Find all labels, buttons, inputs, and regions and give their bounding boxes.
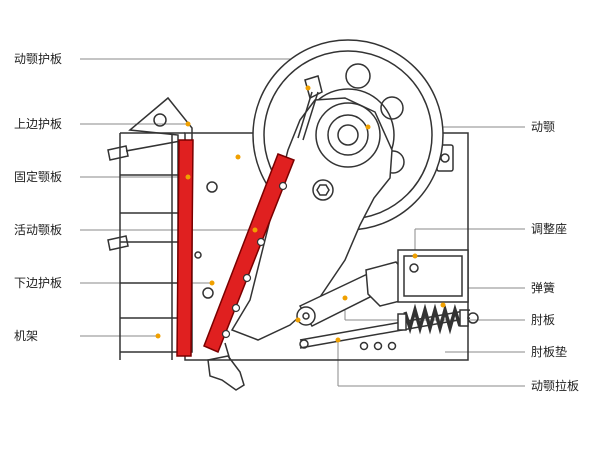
marker-frame <box>155 333 161 339</box>
movable-jaw-bearing <box>327 114 369 156</box>
spring-cap-right <box>459 309 469 327</box>
marker-upper-side-guard <box>185 121 191 127</box>
label-spring: 弹簧 <box>531 281 556 295</box>
label-upper-side-guard: 上边护板 <box>14 117 63 131</box>
tie-rod-pin <box>299 339 309 349</box>
frame-bolt-3 <box>194 251 202 259</box>
machine-outline <box>107 39 479 391</box>
marker-dots <box>155 85 446 343</box>
spring-nut <box>467 312 479 324</box>
flywheel-hole-1 <box>345 63 371 89</box>
spring-cap-left <box>397 313 407 331</box>
jaw-bolt-2 <box>256 237 266 247</box>
marker-spring <box>440 302 446 308</box>
movable-jaw-bore <box>315 102 381 168</box>
flywheel-hole-2 <box>380 96 404 120</box>
rivet-3 <box>387 341 397 351</box>
jaw-guard-link <box>297 91 313 139</box>
tension-bolt-mid <box>107 235 129 251</box>
jaw-bolt-3 <box>242 273 252 283</box>
fixed-jaw-plate <box>176 139 194 357</box>
marker-toggle-plate <box>342 295 348 301</box>
marker-lower-side-guard <box>209 280 215 286</box>
discharge-guard <box>207 355 245 391</box>
toggle-pivot <box>296 306 316 326</box>
marker-frame-upper <box>235 154 241 160</box>
adjusting-seat <box>397 249 469 303</box>
label-movable-jaw-plate: 活动颚板 <box>14 223 63 237</box>
marker-fixed-jaw-plate <box>185 174 191 180</box>
marker-jaw-tie-rod <box>335 337 341 343</box>
tension-rod-top <box>125 139 187 152</box>
jaw-bolt-4 <box>231 303 241 313</box>
adjusting-seat-bolt <box>409 263 419 273</box>
label-adjusting-seat: 调整座 <box>531 222 568 236</box>
adjusting-seat-inner <box>403 255 463 297</box>
label-toggle-plate: 肘板 <box>531 313 556 327</box>
label-movable-jaw-guard: 动颚护板 <box>14 52 63 66</box>
fixed-jaw-frame <box>128 96 193 353</box>
jaw-nut-ring <box>312 179 334 201</box>
frame-bolt-1 <box>206 181 218 193</box>
spring-coil <box>403 303 462 335</box>
frame-bolt-2 <box>202 287 214 299</box>
movable-jaw-core <box>337 124 359 146</box>
tie-rod-bottom <box>299 317 471 349</box>
label-lower-side-guard: 下边护板 <box>14 276 63 290</box>
marker-movable-jaw-guard <box>305 85 311 91</box>
frame-top-hole <box>153 113 167 127</box>
marker-movable-jaw <box>365 124 371 130</box>
rivet-1 <box>359 341 369 351</box>
marker-movable-jaw-plate <box>252 227 258 233</box>
label-jaw-tie-rod: 动颚拉板 <box>531 379 580 393</box>
jaw-nut <box>316 184 330 196</box>
tie-rod-top <box>299 309 471 341</box>
marker-adjusting-seat <box>412 253 418 259</box>
label-fixed-jaw-plate: 固定颚板 <box>14 170 63 184</box>
jaw-guard-top <box>304 75 323 100</box>
jaw-bolt-5 <box>221 329 231 339</box>
label-frame: 机架 <box>14 329 39 343</box>
rivet-2 <box>373 341 383 351</box>
jaw-plate-bolts <box>221 181 288 339</box>
jaw-plates <box>176 139 295 357</box>
jaw-guard-link-2 <box>302 91 319 141</box>
label-movable-jaw: 动颚 <box>531 120 556 134</box>
label-toggle-plate-pad: 肘板垫 <box>531 345 568 359</box>
toggle-pivot-core <box>302 312 310 320</box>
jaw-bolt-1 <box>278 181 288 191</box>
tension-bolt-top <box>107 145 129 161</box>
discharge-edge <box>224 342 231 361</box>
movable-jaw-plate <box>203 153 295 353</box>
marker-toggle-pivot <box>295 317 301 323</box>
frame-bolt <box>440 153 450 163</box>
